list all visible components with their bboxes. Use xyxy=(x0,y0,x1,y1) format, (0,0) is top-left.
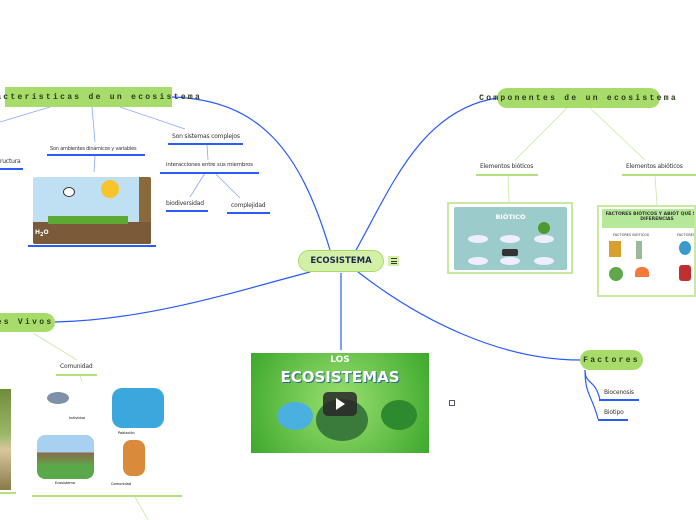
ecosystem-cycle-image: H2O xyxy=(33,177,151,244)
play-icon[interactable] xyxy=(323,392,357,416)
topic-componentes[interactable]: Componentes de un ecosistema xyxy=(479,88,676,108)
connector-seres-vivos xyxy=(54,271,311,323)
subtopic-complejos[interactable]: Son sistemas complejos xyxy=(172,133,240,140)
topic-caracteristicas-label: Características de un ecosistema xyxy=(0,92,203,102)
subtopic-complejidad[interactable]: complejidad xyxy=(231,202,266,209)
abiotic-image-title: FACTORES BIÓTICOS Y ABIÓT QUÉ SON Y DIFE… xyxy=(602,209,694,228)
connector-factores xyxy=(357,271,581,361)
subtopic-biocenosis[interactable]: Biocenosis xyxy=(604,389,634,396)
biotic-image-title: BIÓTICO xyxy=(495,213,526,221)
video-thumbnail[interactable]: LOS ECOSISTEMAS xyxy=(251,353,429,453)
topic-seres-vivos-label: res Vivos xyxy=(0,318,54,327)
abiotic-col1: FACTORES BIÓTICOS xyxy=(613,233,650,237)
subtopic-bioticos[interactable]: Elementos bióticos xyxy=(480,163,534,170)
topic-factores[interactable]: Factores xyxy=(580,350,643,370)
subtopic-biodiversidad[interactable]: biodiversidad xyxy=(166,200,204,207)
video-title-line1: LOS xyxy=(330,355,350,365)
subtopic-biotipo[interactable]: Biotipo xyxy=(604,409,624,416)
topic-factores-label: Factores xyxy=(583,355,640,365)
video-title-line2: ECOSISTEMAS xyxy=(280,368,400,386)
plants-image xyxy=(0,389,11,490)
central-title: ECOSISTEMA xyxy=(310,256,372,266)
subtopic-abioticos[interactable]: Elementos abióticos xyxy=(626,163,683,170)
abiotic-col2: FACTORES xyxy=(677,233,696,237)
topic-componentes-label: Componentes de un ecosistema xyxy=(479,93,678,103)
subtopic-interacciones[interactable]: interacciones entre sus miembros xyxy=(166,162,253,168)
connector-componentes xyxy=(355,97,498,251)
subtopic-dinamicos[interactable]: Son ambientes dinámicos y variables xyxy=(50,146,137,152)
label-individuo: Individuo xyxy=(69,416,86,420)
connector-caracteristicas xyxy=(171,96,331,251)
topic-seres-vivos[interactable]: res Vivos xyxy=(0,313,55,332)
external-link-icon[interactable] xyxy=(449,400,455,406)
central-topic[interactable]: ECOSISTEMA xyxy=(298,250,384,272)
subtopic-estructura[interactable]: ructura xyxy=(0,158,21,165)
label-comunidad: Comunidad xyxy=(111,482,131,486)
ecology-levels-image: Individuo Población Ecosistema Comunidad xyxy=(35,385,165,490)
biotic-image: BIÓTICO xyxy=(447,202,573,274)
abiotic-image: FACTORES BIÓTICOS Y ABIÓT QUÉ SON Y DIFE… xyxy=(597,205,696,297)
connector-biocenosis xyxy=(584,369,601,401)
connector-biotipo xyxy=(584,369,599,420)
label-poblacion: Población xyxy=(118,431,135,435)
label-ecosistema: Ecosistema xyxy=(55,481,75,485)
subtopic-comunidad[interactable]: Comunidad xyxy=(60,363,93,370)
topic-caracteristicas[interactable]: Características de un ecosistema xyxy=(0,87,200,107)
hamburger-icon[interactable] xyxy=(388,256,399,266)
